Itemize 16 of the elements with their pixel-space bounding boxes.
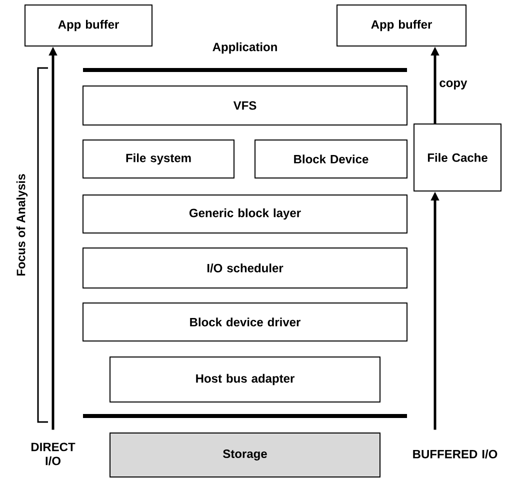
layer-heading: Application bbox=[212, 42, 277, 54]
layer-box: Block Device bbox=[254, 140, 408, 178]
layer-box: App buffer bbox=[24, 4, 152, 46]
layer-box: I/O scheduler bbox=[82, 248, 408, 288]
layer-box: Block device driver bbox=[82, 302, 408, 342]
layer-box: Host bus adapter bbox=[110, 356, 380, 402]
storage-box: Storage bbox=[110, 432, 380, 478]
edge-label: copy bbox=[438, 80, 468, 90]
layer-box: App buffer bbox=[336, 4, 466, 46]
layer-box: Generic block layer bbox=[82, 194, 408, 234]
io-mode-label: DIRECT I/O bbox=[31, 442, 76, 466]
axis-title: Focus of Analysis bbox=[16, 174, 28, 276]
layer-box: File system bbox=[82, 140, 234, 178]
layer-box: VFS bbox=[82, 86, 408, 126]
layer-box: File Cache bbox=[414, 124, 502, 192]
io-mode-label: BUFFERED I/O bbox=[413, 450, 498, 458]
